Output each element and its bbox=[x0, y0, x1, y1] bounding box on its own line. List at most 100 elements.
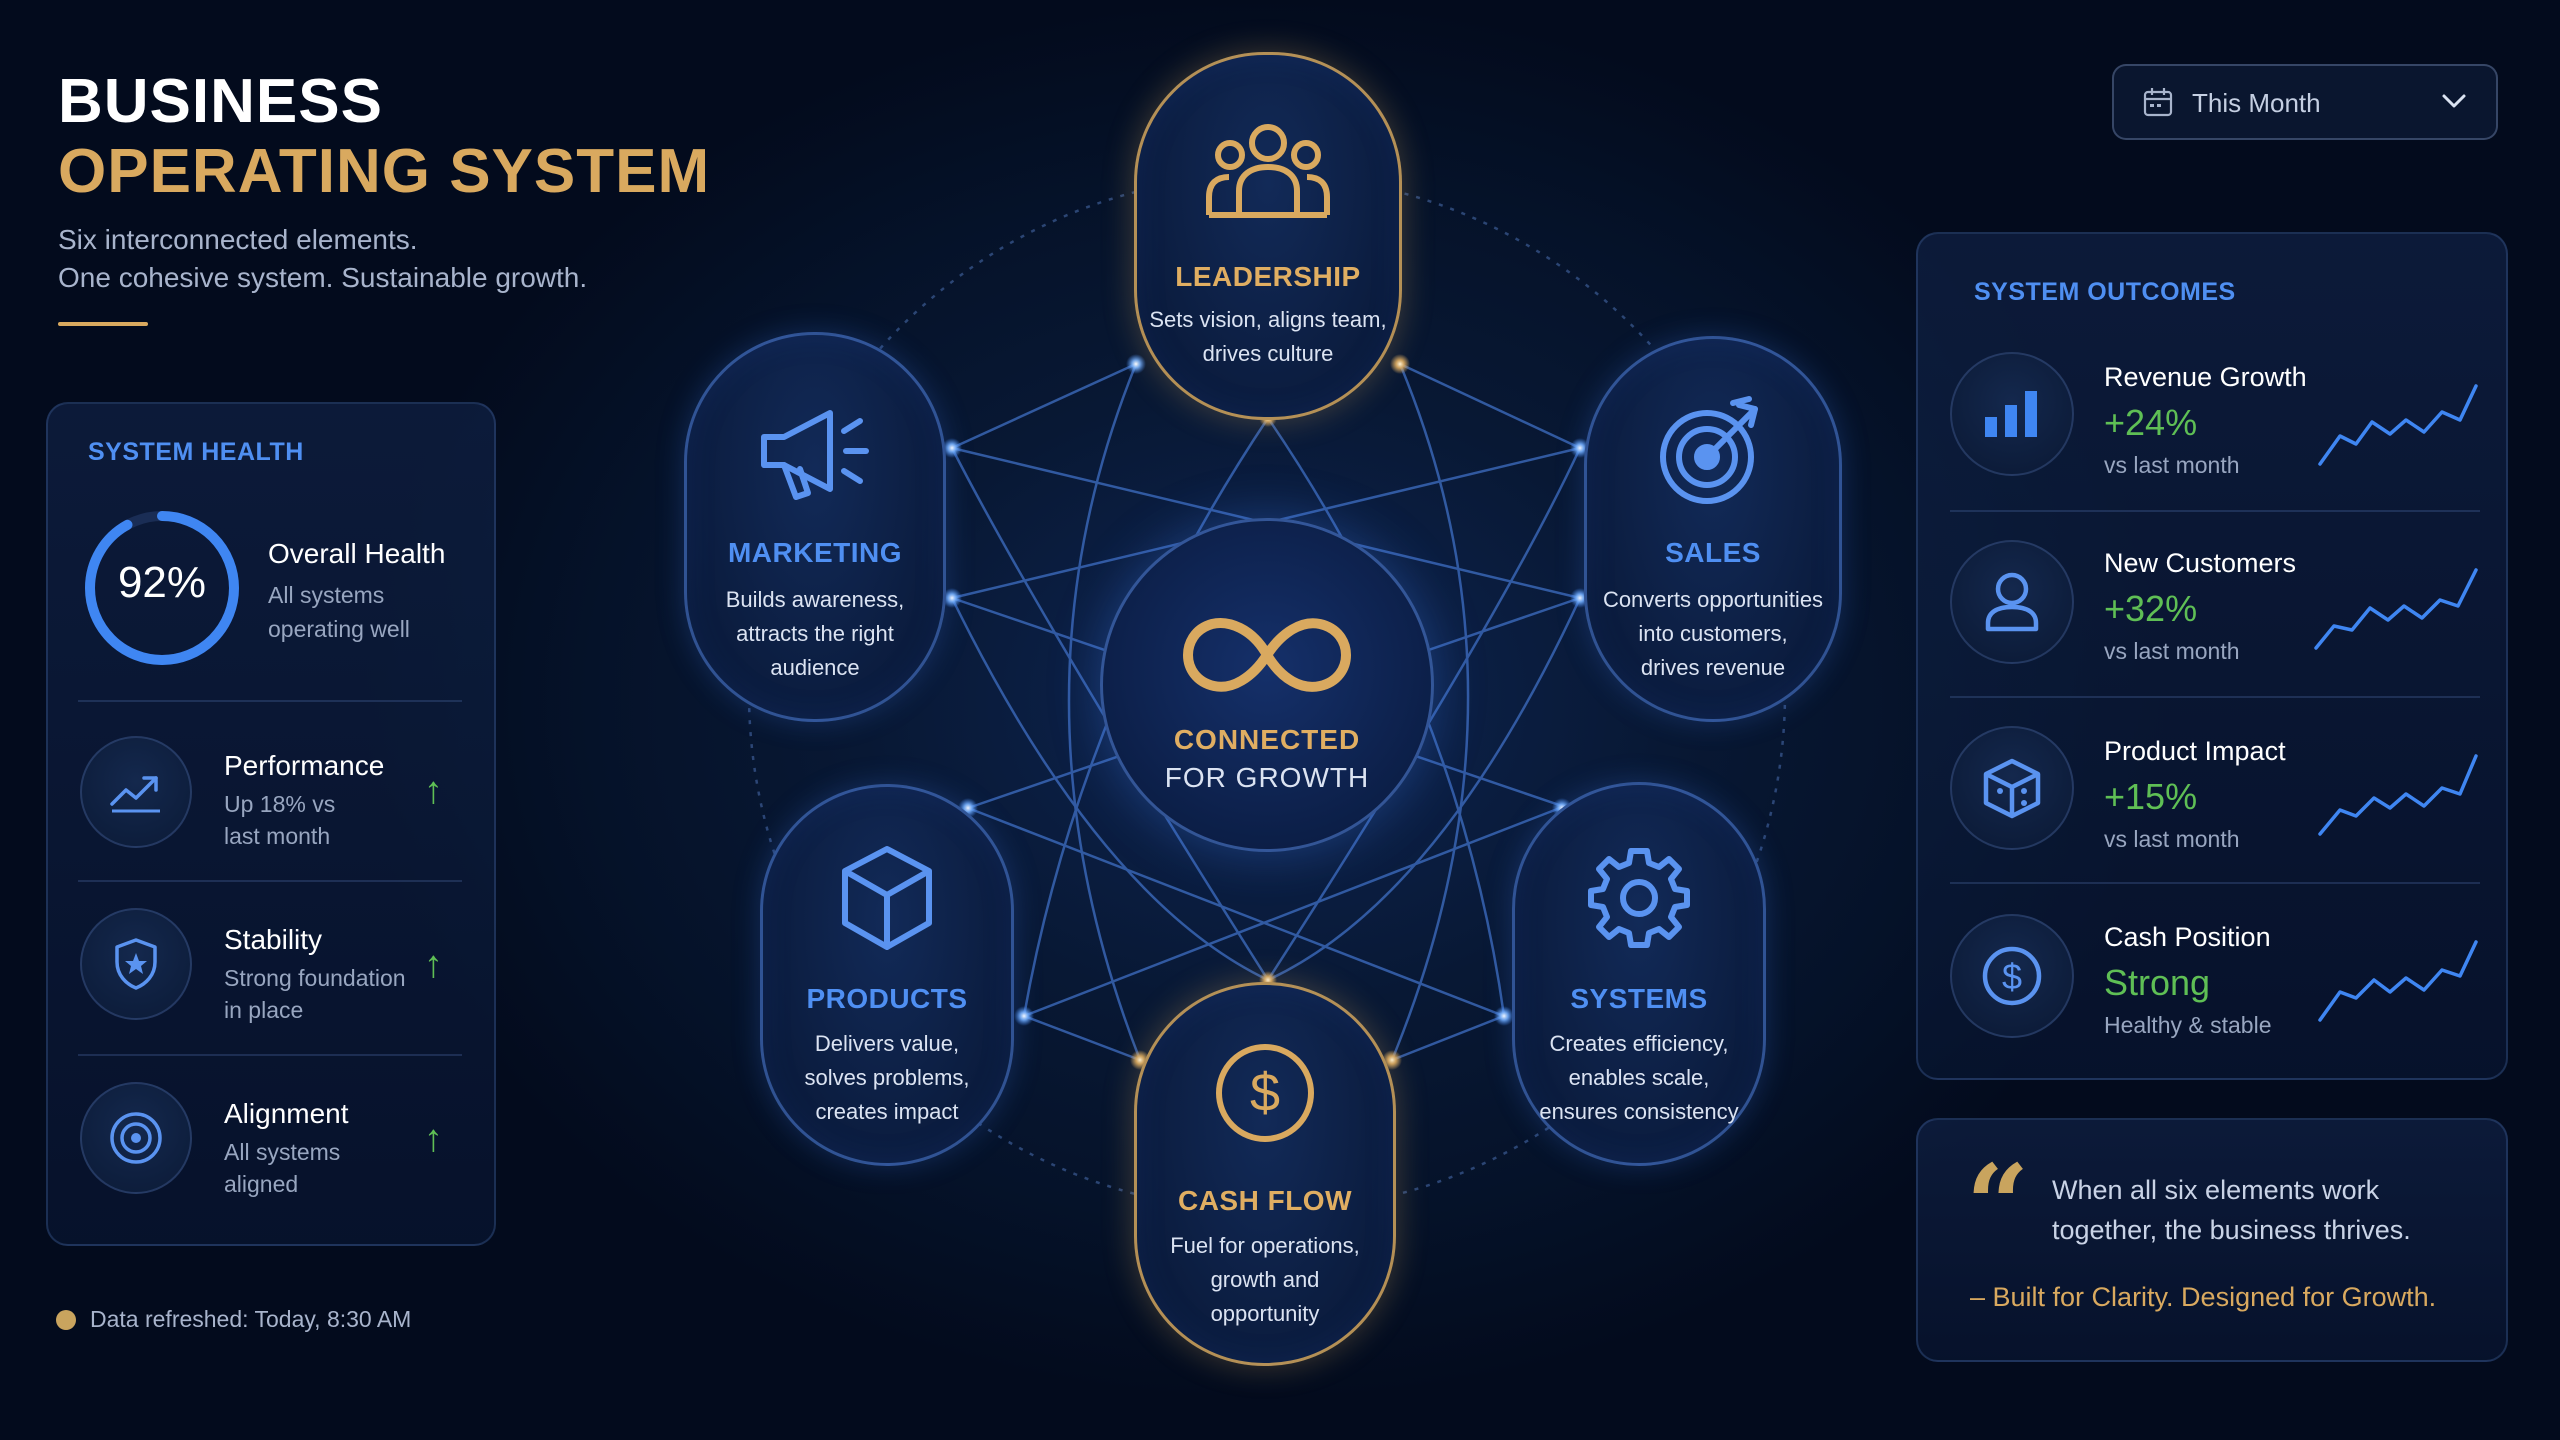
cash-position-badge: $ bbox=[1950, 914, 2074, 1038]
title-divider bbox=[58, 322, 148, 326]
performance-title: Performance bbox=[224, 750, 385, 781]
calendar-icon bbox=[2143, 88, 2173, 117]
stability-sub1: Strong foundation bbox=[224, 965, 406, 991]
leadership-desc-line1: Sets vision, aligns team, bbox=[1149, 307, 1387, 332]
sales-desc-line2: into customers, bbox=[1638, 621, 1788, 646]
performance-icon-badge bbox=[80, 736, 192, 848]
product-impact-title: Product Impact bbox=[2104, 736, 2286, 766]
quote-text: When all six elements work together, the… bbox=[2052, 1175, 2411, 1245]
revenue-sparkline bbox=[2318, 384, 2478, 466]
stability-title: Stability bbox=[224, 924, 323, 955]
center-hub-line1: CONNECTED bbox=[1173, 724, 1361, 755]
page-subtitle-line2: One cohesive system. Sustainable growth. bbox=[58, 262, 588, 293]
alignment-sub2: aligned bbox=[224, 1171, 299, 1197]
marketing-node[interactable]: MARKETING Builds awareness, attracts the… bbox=[684, 332, 946, 722]
stability-icon-badge bbox=[80, 908, 192, 1020]
gear-icon bbox=[1588, 848, 1690, 948]
cashflow-title: CASH FLOW bbox=[1177, 1185, 1353, 1216]
megaphone-icon bbox=[761, 410, 869, 500]
sales-title: SALES bbox=[1665, 537, 1761, 568]
products-title: PRODUCTS bbox=[806, 983, 968, 1014]
cash-position-value: Strong bbox=[2104, 962, 2211, 1003]
outcomes-divider bbox=[1950, 696, 2480, 698]
bar-chart-icon bbox=[1985, 391, 2037, 437]
health-divider bbox=[78, 700, 462, 702]
cashflow-desc-line3: opportunity bbox=[1210, 1301, 1320, 1326]
systems-desc-line2: enables scale, bbox=[1568, 1065, 1710, 1090]
overall-health-value: 92% bbox=[117, 558, 207, 607]
box-icon bbox=[1983, 758, 2041, 819]
leadership-node[interactable]: LEADERSHIP Sets vision, aligns team, dri… bbox=[1134, 52, 1402, 420]
products-node[interactable]: PRODUCTS Delivers value, solves problems… bbox=[760, 784, 1014, 1166]
systems-title: SYSTEMS bbox=[1570, 983, 1708, 1014]
performance-sub2: last month bbox=[224, 823, 331, 849]
cash-position-sub: Healthy & stable bbox=[2104, 1012, 2272, 1038]
cash-position-title: Cash Position bbox=[2104, 922, 2271, 952]
cash-sparkline bbox=[2318, 940, 2478, 1022]
marketing-title: MARKETING bbox=[727, 537, 903, 568]
trend-up-icon bbox=[110, 776, 160, 813]
performance-sub1: Up 18% vs bbox=[224, 791, 336, 817]
target-icon bbox=[110, 1112, 162, 1164]
refresh-status-dot bbox=[56, 1310, 76, 1330]
alignment-icon-badge bbox=[80, 1082, 192, 1194]
marketing-desc-line1: Builds awareness, bbox=[725, 587, 905, 612]
center-hub bbox=[1100, 518, 1434, 852]
date-range-dropdown[interactable] bbox=[2112, 64, 2498, 140]
date-range-value: This Month bbox=[2192, 88, 2321, 118]
marketing-desc-line3: audience bbox=[770, 655, 860, 680]
quote-mark-icon: “ bbox=[1966, 1140, 2030, 1269]
overall-health-sub1: All systems bbox=[268, 582, 385, 608]
systems-desc-line3: ensures consistency bbox=[1539, 1099, 1739, 1124]
systems-node[interactable]: SYSTEMS Creates efficiency, enables scal… bbox=[1512, 782, 1766, 1166]
shield-icon bbox=[115, 938, 157, 990]
cashflow-desc-line2: growth and bbox=[1210, 1267, 1320, 1292]
center-hub-line2: FOR GROWTH bbox=[1164, 762, 1370, 793]
products-desc-line1: Delivers value, bbox=[814, 1031, 960, 1056]
marketing-desc-line2: attracts the right bbox=[736, 621, 894, 646]
new-customers-sub: vs last month bbox=[2104, 638, 2240, 664]
sales-node[interactable]: SALES Converts opportunities into custom… bbox=[1584, 336, 1842, 722]
infinity-icon bbox=[1183, 618, 1351, 692]
product-impact-sub: vs last month bbox=[2104, 826, 2240, 852]
customers-sparkline bbox=[2314, 568, 2478, 650]
systems-desc-line1: Creates efficiency, bbox=[1549, 1031, 1729, 1056]
dollar-circle-icon: $ bbox=[1982, 946, 2042, 1006]
product-impact-badge bbox=[1950, 726, 2074, 850]
revenue-growth-badge bbox=[1950, 352, 2074, 476]
revenue-growth-value: +24% bbox=[2104, 402, 2198, 443]
dollar-icon: $ bbox=[1216, 1044, 1314, 1142]
user-icon bbox=[1985, 572, 2039, 632]
overall-health-ring bbox=[85, 511, 239, 665]
alignment-sub1: All systems bbox=[224, 1139, 341, 1165]
chevron-down-icon[interactable] bbox=[2440, 90, 2468, 112]
health-divider bbox=[78, 1054, 462, 1056]
new-customers-title: New Customers bbox=[2104, 548, 2297, 578]
new-customers-badge bbox=[1950, 540, 2074, 664]
cashflow-desc-line1: Fuel for operations, bbox=[1170, 1233, 1360, 1258]
quote-panel bbox=[1916, 1118, 2508, 1362]
sales-desc-line3: drives revenue bbox=[1640, 655, 1786, 680]
cashflow-node[interactable]: $ CASH FLOW Fuel for operations, growth … bbox=[1134, 982, 1396, 1366]
system-health-title: SYSTEM HEALTH bbox=[88, 438, 304, 466]
leadership-desc-line2: drives culture bbox=[1202, 341, 1334, 366]
products-desc-line2: solves problems, bbox=[804, 1065, 970, 1090]
cube-icon bbox=[842, 846, 932, 950]
page-title-line2: OPERATING SYSTEM bbox=[58, 137, 711, 206]
page-title-line1: BUSINESS bbox=[58, 67, 383, 136]
team-icon bbox=[1206, 124, 1330, 218]
data-refreshed-label: Data refreshed: Today, 8:30 AM bbox=[90, 1306, 412, 1332]
performance-up-arrow-icon: ↑ bbox=[424, 770, 443, 812]
stability-sub2: in place bbox=[224, 997, 304, 1023]
sales-desc-line1: Converts opportunities bbox=[1602, 587, 1824, 612]
target-arrow-icon bbox=[1660, 396, 1758, 504]
product-impact-value: +15% bbox=[2104, 776, 2198, 817]
system-outcomes-title: SYSTEM OUTCOMES bbox=[1974, 278, 2236, 306]
svg-text:$: $ bbox=[1250, 1063, 1280, 1123]
page-subtitle-line1: Six interconnected elements. bbox=[58, 224, 418, 255]
overall-health-sub2: operating well bbox=[268, 616, 410, 642]
outcomes-divider bbox=[1950, 882, 2480, 884]
overall-health-title: Overall Health bbox=[268, 538, 446, 569]
revenue-growth-sub: vs last month bbox=[2104, 452, 2240, 478]
